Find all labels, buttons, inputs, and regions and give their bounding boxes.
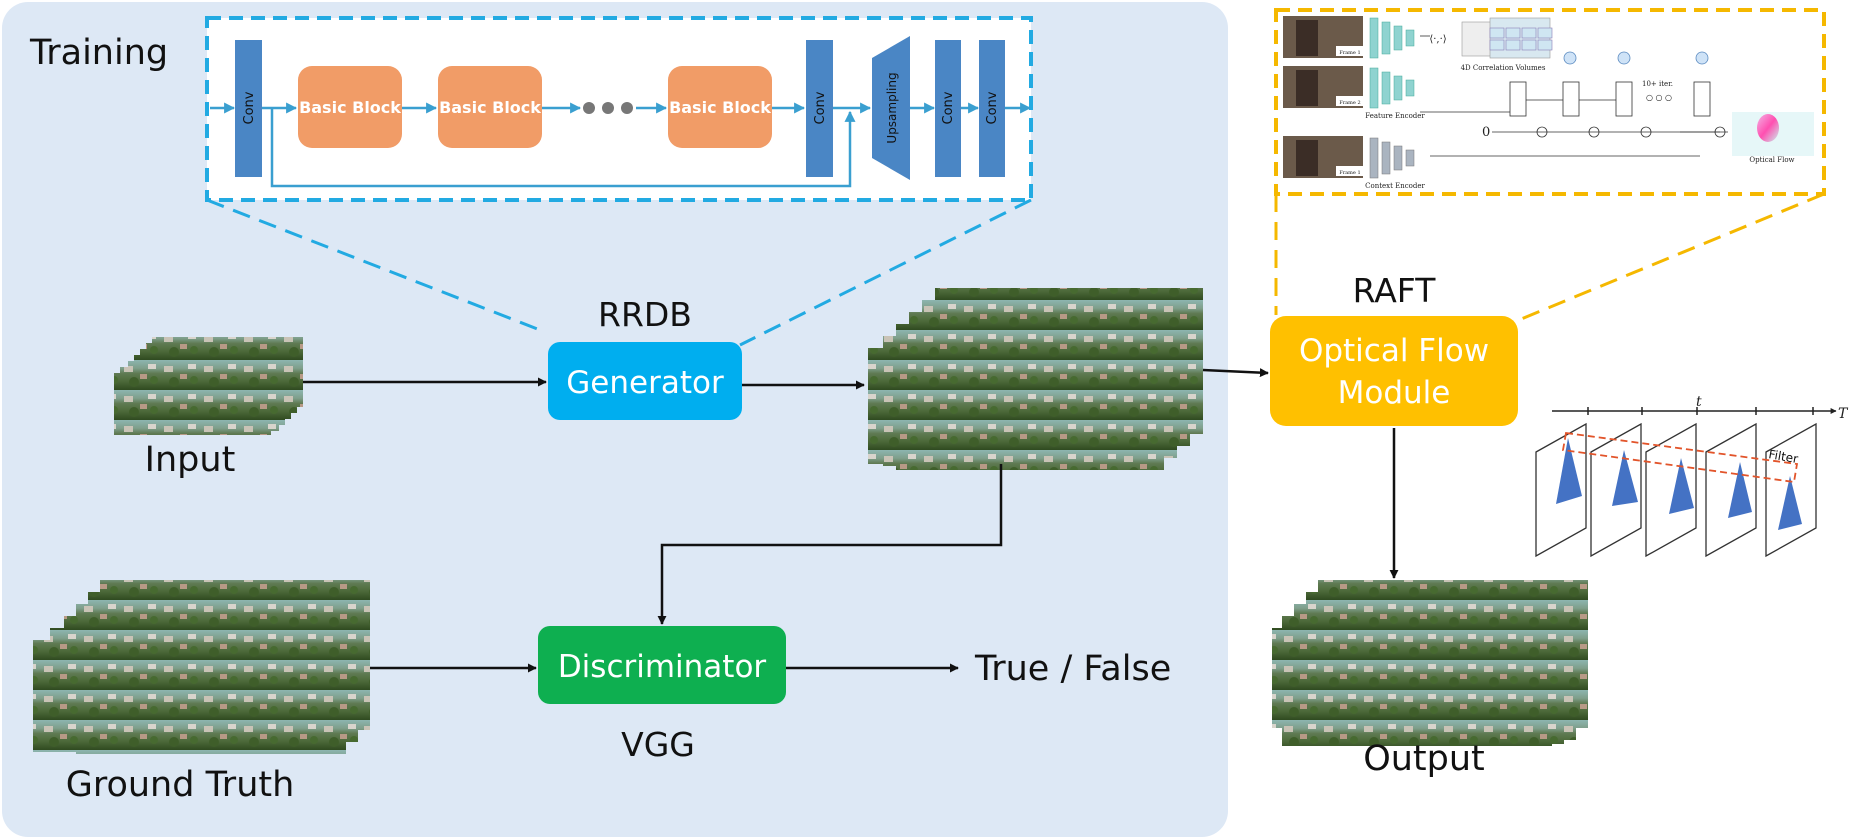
- rrdb-conv-4-label: Conv: [985, 91, 1000, 124]
- rrdb-skip-connection: [270, 108, 856, 188]
- rrdb-upsampling: [872, 36, 910, 180]
- raft-context-encoder-label: Context Encoder: [1365, 182, 1425, 190]
- generated-frame-stack: [868, 288, 1203, 470]
- raft-zoom-line-right: [1513, 192, 1825, 324]
- basic-block-1: [298, 66, 402, 148]
- raft-frame3-label: Frame 1: [1339, 170, 1360, 176]
- optical-flow-module-box: [1270, 316, 1518, 426]
- vgg-label: VGG: [621, 725, 695, 764]
- input-label: Input: [145, 440, 236, 480]
- generator-label: Generator: [566, 365, 724, 401]
- raft-frame2-label: Frame 2: [1339, 100, 1360, 106]
- rrdb-zoom-line-left: [206, 198, 541, 332]
- rrdb-label: RRDB: [598, 295, 692, 334]
- output-frame-stack: [1272, 580, 1588, 746]
- generator-box: [548, 342, 742, 420]
- discriminator-label: Discriminator: [558, 649, 767, 685]
- output-label: Output: [1363, 739, 1485, 779]
- input-frame-stack: [114, 337, 303, 435]
- temporal-filter-illustration: t T Filter: [1535, 394, 1849, 558]
- ground-truth-frame-stack: [33, 580, 370, 754]
- rrdb-conv-2-label: Conv: [813, 91, 828, 124]
- basic-block-2: [438, 66, 542, 148]
- rrdb-conv-2: [806, 40, 833, 177]
- ground-truth-label: Ground Truth: [66, 765, 295, 805]
- raft-zero-label: 0: [1482, 125, 1490, 140]
- raft-iter-label: 10+ iter.: [1642, 80, 1673, 88]
- basic-block-3-label: Basic Block: [669, 98, 771, 117]
- raft-feature-encoder-label: Feature Encoder: [1365, 112, 1425, 120]
- raft-corr-volumes-label: 4D Correlation Volumes: [1461, 64, 1546, 72]
- rrdb-upsampling-label: Upsampling: [885, 72, 899, 143]
- arrow-frames-to-optical-flow: [1202, 368, 1269, 378]
- true-false-label: True / False: [974, 649, 1171, 689]
- rrdb-conv-1-label: Conv: [242, 91, 257, 124]
- discriminator-box: [538, 626, 786, 704]
- arrow-frames-to-discriminator: [657, 464, 1003, 625]
- optical-flow-module-line1: Optical Flow: [1299, 333, 1489, 369]
- rrdb-conv-1: [235, 40, 262, 177]
- time-axis-t-label: t: [1696, 394, 1702, 410]
- raft-frame1-label: Frame 1: [1339, 50, 1360, 56]
- ellipsis-dots: [583, 102, 633, 114]
- basic-block-3: [668, 66, 772, 148]
- raft-corr-fn: ⟨·,·⟩: [1429, 34, 1446, 45]
- raft-optical-flow-label: Optical Flow: [1749, 156, 1794, 164]
- training-label: Training: [29, 33, 168, 73]
- rrdb-conv-3-label: Conv: [941, 91, 956, 124]
- filter-label: Filter: [1767, 447, 1799, 466]
- time-axis-T-label: T: [1838, 406, 1849, 422]
- basic-block-1-label: Basic Block: [299, 98, 401, 117]
- optical-flow-module-line2: Module: [1338, 375, 1451, 411]
- basic-block-2-label: Basic Block: [439, 98, 541, 117]
- raft-label: RAFT: [1353, 271, 1437, 310]
- rrdb-conv-4: [979, 40, 1005, 177]
- rrdb-conv-3: [935, 40, 961, 177]
- filter-band: [1561, 431, 1799, 484]
- raft-mini-diagram: Frame 1 Frame 2 Frame 1 Feature Encoder …: [1283, 16, 1814, 190]
- raft-iter-dots: ○ ○ ○: [1646, 93, 1672, 102]
